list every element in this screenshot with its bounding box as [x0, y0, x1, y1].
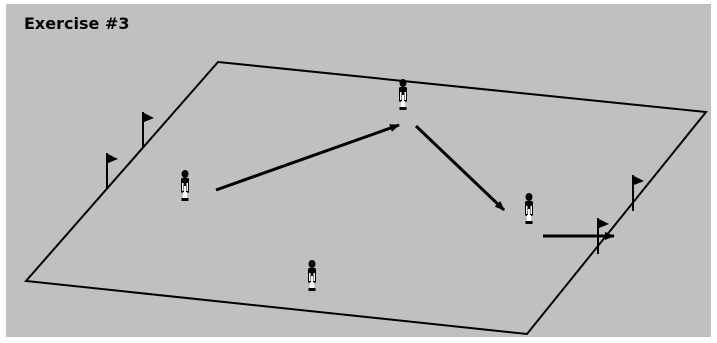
- drill-diagram: [23, 60, 708, 336]
- player: [525, 193, 533, 224]
- pass-arrow: [215, 123, 400, 192]
- field-boundary: [23, 60, 708, 336]
- exercise-title: Exercise #3: [24, 14, 130, 33]
- player: [399, 79, 407, 110]
- player: [308, 260, 316, 291]
- pass-arrow: [414, 124, 506, 212]
- player: [181, 170, 189, 201]
- flag: [632, 174, 645, 212]
